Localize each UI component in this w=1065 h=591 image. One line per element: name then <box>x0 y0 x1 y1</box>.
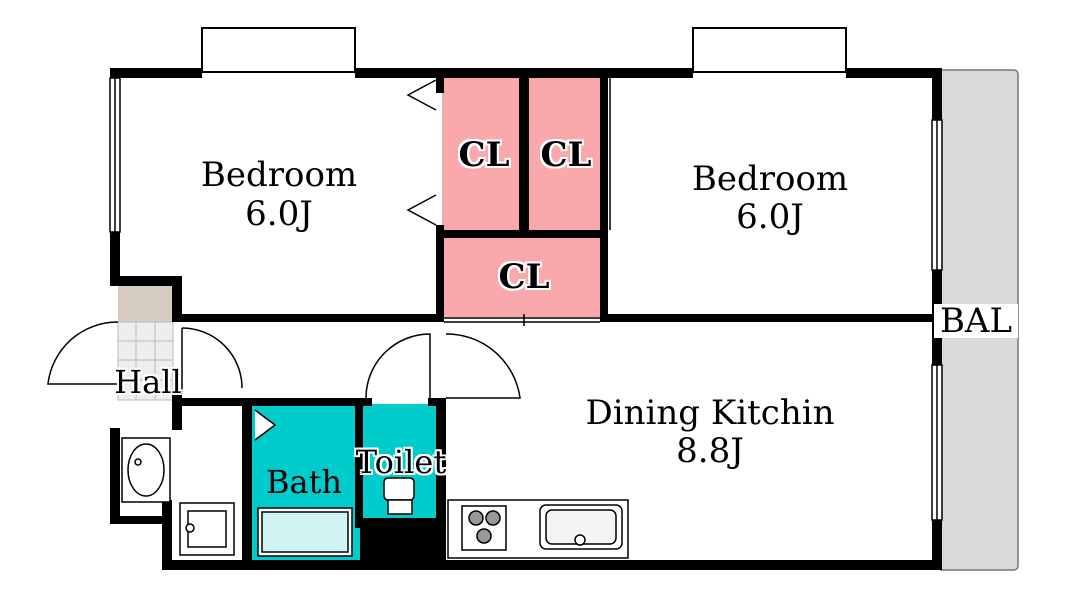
toilet-label: Toilet <box>355 443 447 481</box>
closet-sliding-doors <box>444 78 611 326</box>
kitchen-sink <box>539 504 623 550</box>
balcony-label: BAL <box>934 304 1018 338</box>
window-right-side <box>931 119 943 521</box>
door-swings <box>47 321 521 399</box>
closet-area-3 <box>442 237 606 317</box>
hall-label: Hall <box>114 363 182 401</box>
closet-doors <box>254 79 437 441</box>
bathtub <box>257 507 353 557</box>
walls <box>110 68 942 570</box>
toilet-lower <box>360 518 440 562</box>
bedroom-right-name: Bedroom <box>691 159 849 199</box>
closet-area-1 <box>442 75 524 235</box>
washbasin <box>121 437 171 503</box>
dining-kitchen-name: Dining Kitchin <box>585 393 835 433</box>
closet-label-3: CL <box>498 257 550 297</box>
entrance-floor <box>118 284 173 322</box>
bedroom-right-size: 6.0J <box>736 197 804 237</box>
closet-label-1: CL <box>458 135 510 175</box>
closet-area-2 <box>524 75 606 235</box>
bedroom-left-size: 6.0J <box>245 194 313 234</box>
toilet-fixture <box>383 477 415 515</box>
window-frame-right <box>692 27 847 73</box>
dining-kitchen-size: 8.8J <box>676 431 744 471</box>
bedroom-left-name: Bedroom <box>200 155 358 195</box>
window-left-side <box>109 77 121 233</box>
window-frame-left <box>201 27 356 73</box>
washing-machine-space <box>179 502 235 556</box>
bath-label: Bath <box>265 463 343 501</box>
closet-label-2: CL <box>540 135 592 175</box>
hall-tiles <box>117 321 174 401</box>
